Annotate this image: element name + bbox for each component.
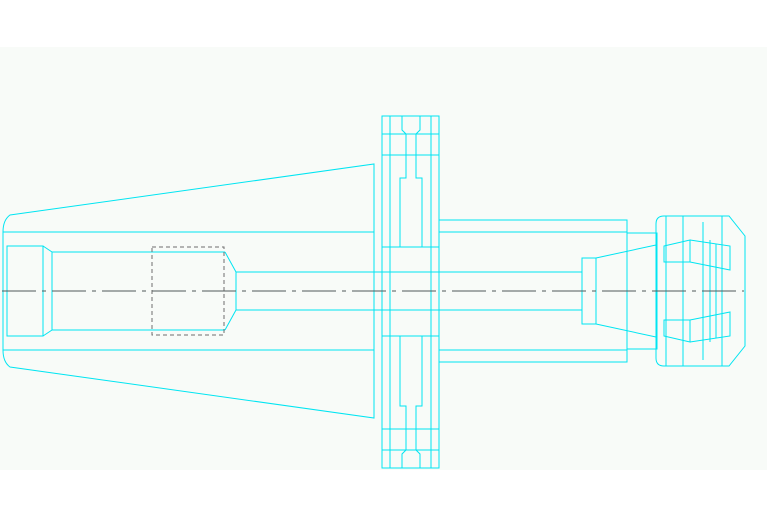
pull-stud-bore <box>6 245 582 337</box>
v-flange <box>381 115 440 469</box>
tool-holder-outline <box>2 115 746 469</box>
taper-shank <box>2 163 375 419</box>
canvas-background <box>0 47 767 470</box>
tool-holder-drawing <box>0 47 767 470</box>
drawing-canvas[interactable] <box>0 47 767 470</box>
